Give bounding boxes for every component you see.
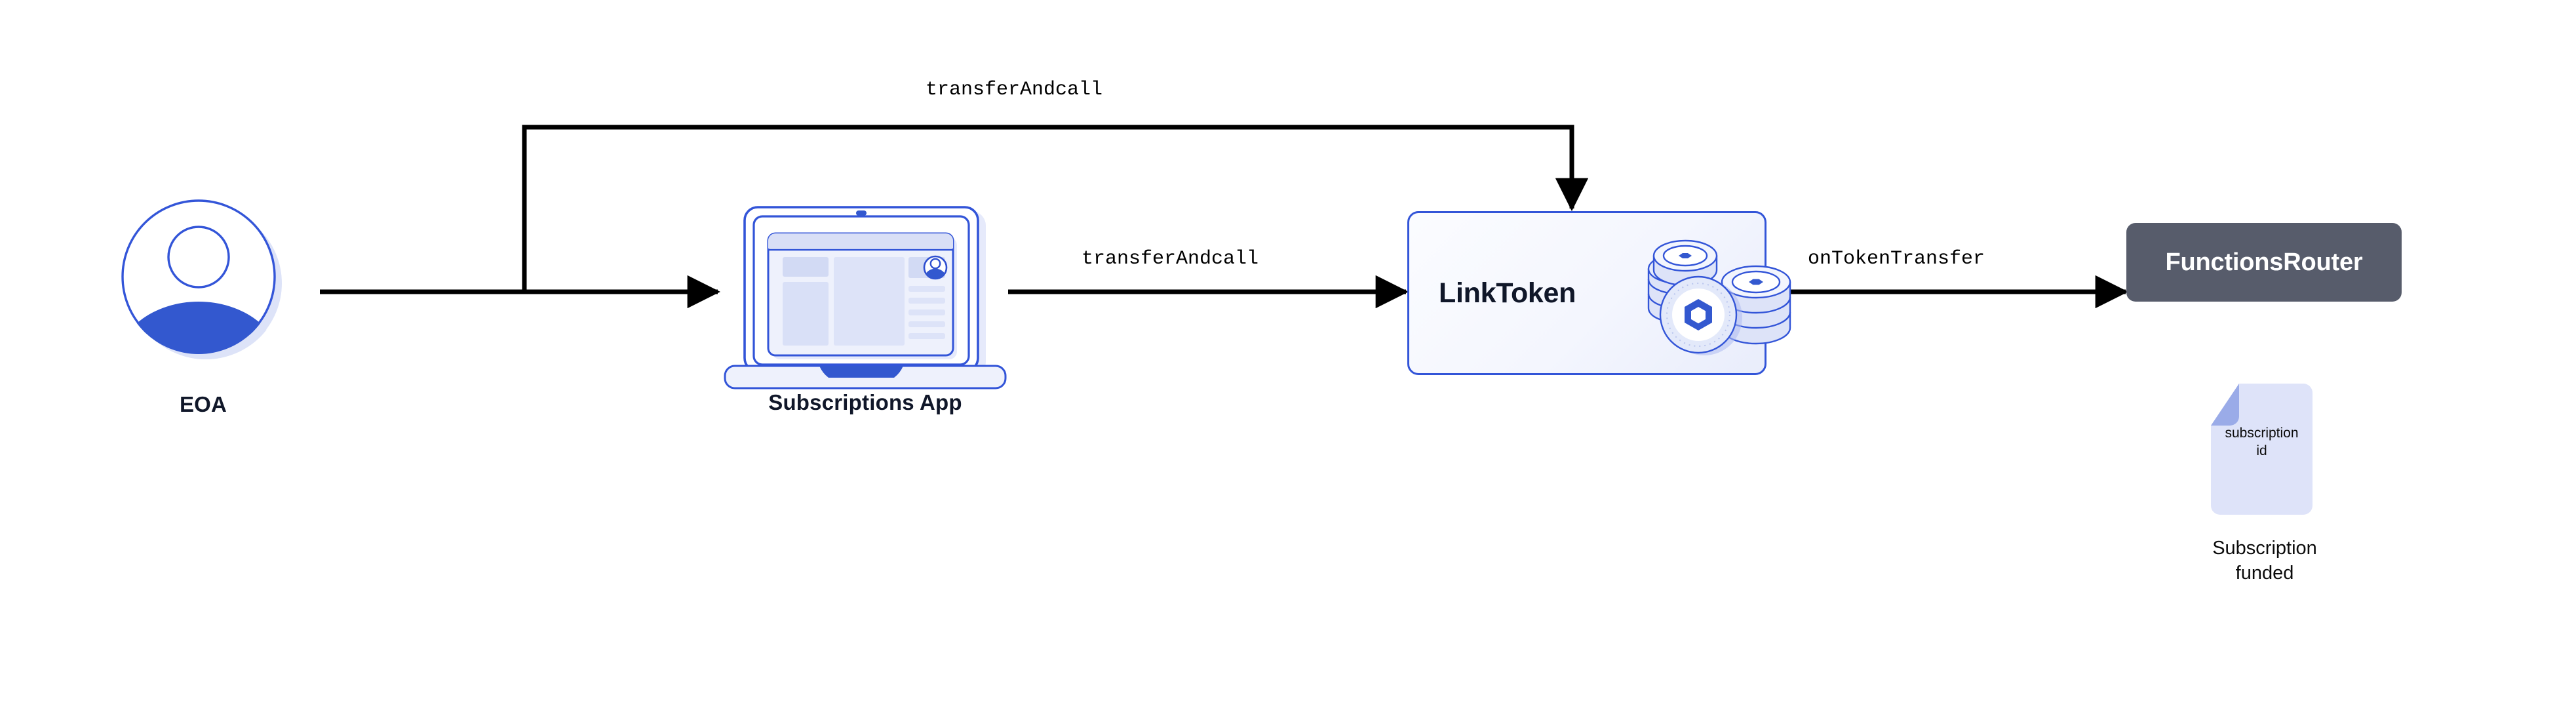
edge-label-transferandcall: transferAndcall	[1082, 248, 1259, 270]
functionsrouter-box: FunctionsRouter	[2126, 223, 2402, 302]
subscription-funded-caption: Subscription funded	[2212, 538, 2317, 584]
user-avatar-icon	[121, 199, 283, 359]
laptop-icon	[724, 206, 1007, 389]
edge-label-transferandcall-top: transferAndcall	[926, 79, 1103, 101]
node-functionsrouter-label: FunctionsRouter	[2165, 248, 2363, 276]
node-subscription-document[interactable]: subscription id Subscription funded	[2124, 384, 2406, 639]
node-linktoken-label: LinkToken	[1439, 277, 1576, 309]
document-icon	[2211, 384, 2313, 515]
node-functionsrouter[interactable]: FunctionsRouter	[2126, 223, 2402, 302]
app-avatar-icon	[923, 255, 948, 280]
node-eoa[interactable]: EOA	[105, 197, 302, 446]
link-coins-icon	[1647, 239, 1791, 355]
subscription-id-text: subscription id	[2225, 426, 2299, 458]
node-subscriptions-app-label: Subscriptions App	[768, 390, 962, 414]
edge-label-ontokentransfer: onTokenTransfer	[1808, 248, 1985, 270]
node-subscriptions-app[interactable]: Subscriptions App	[714, 190, 1016, 446]
node-eoa-label: EOA	[179, 392, 227, 416]
node-linktoken[interactable]: LinkToken	[1407, 211, 1791, 375]
